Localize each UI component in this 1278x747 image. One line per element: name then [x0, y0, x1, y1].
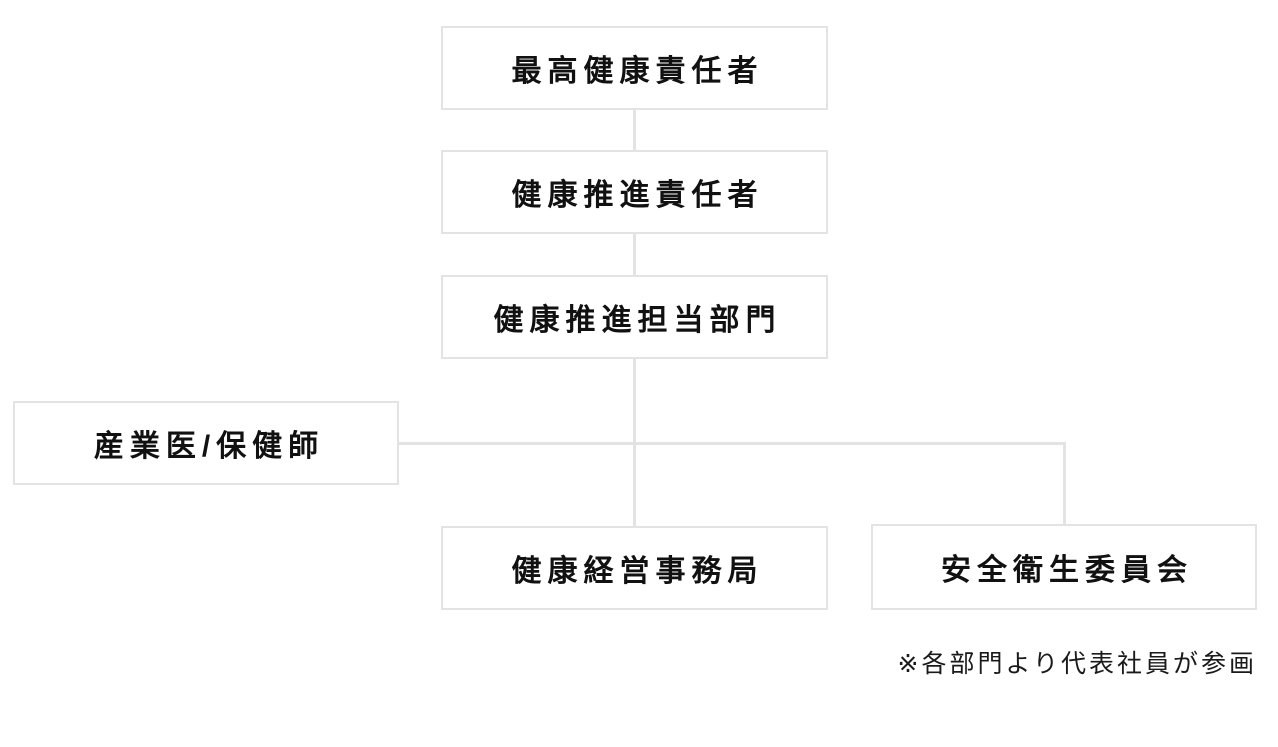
- org-box-label: 健康推進担当部門: [493, 304, 782, 337]
- connector-manager-to-dept: [633, 234, 636, 275]
- org-box-safety-health-committee: 安全衛生委員会: [871, 524, 1257, 610]
- org-box-label: 安全衛生委員会: [941, 554, 1193, 587]
- connector-chief-to-manager: [633, 110, 636, 150]
- footnote-committee-participation: ※各部門より代表社員が参画: [897, 650, 1257, 678]
- org-box-health-promotion-dept: 健康推進担当部門: [441, 275, 828, 359]
- connector-horizontal-branch: [399, 442, 1066, 445]
- connector-branch-to-committee: [1063, 443, 1066, 524]
- org-box-label: 産業医/保健師: [93, 430, 325, 463]
- org-box-health-promotion-manager: 健康推進責任者: [441, 150, 828, 234]
- org-box-label: 健康推進責任者: [511, 179, 764, 212]
- org-box-industrial-physician-nurse: 産業医/保健師: [13, 401, 399, 485]
- org-box-chief-health-officer: 最高健康責任者: [441, 26, 828, 110]
- org-box-health-management-office: 健康経営事務局: [441, 526, 828, 610]
- org-box-label: 最高健康責任者: [511, 55, 764, 88]
- org-box-label: 健康経営事務局: [511, 555, 764, 588]
